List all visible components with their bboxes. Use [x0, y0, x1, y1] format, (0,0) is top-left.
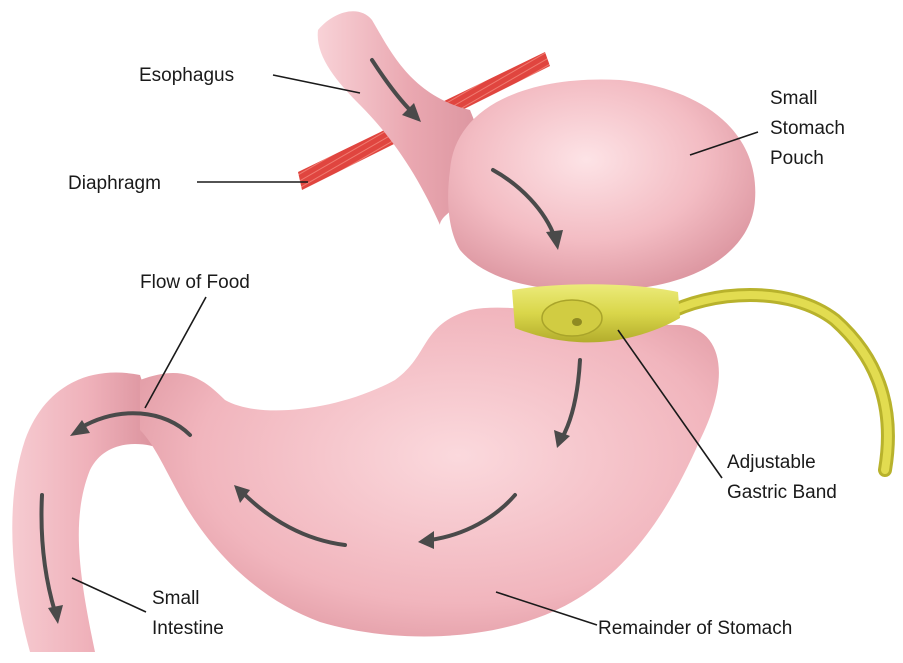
label-adjustable-gastric-band-line1: Adjustable: [727, 452, 816, 473]
remainder-of-stomach-shape: [140, 308, 719, 637]
label-esophagus: Esophagus: [139, 65, 234, 86]
band-buckle-hole: [572, 318, 582, 326]
label-small-stomach-pouch-line3: Pouch: [770, 148, 824, 169]
label-small-stomach-pouch-line2: Stomach: [770, 118, 845, 139]
label-remainder-of-stomach: Remainder of Stomach: [598, 618, 792, 639]
label-diaphragm: Diaphragm: [68, 173, 161, 194]
label-flow-of-food: Flow of Food: [140, 272, 250, 293]
label-adjustable-gastric-band-line2: Gastric Band: [727, 482, 837, 503]
small-stomach-pouch-shape: [448, 79, 755, 290]
band-buckle: [542, 300, 602, 336]
label-small-intestine-line2: Intestine: [152, 618, 224, 639]
label-small-intestine-line1: Small: [152, 588, 200, 609]
label-small-stomach-pouch-line1: Small: [770, 88, 818, 109]
